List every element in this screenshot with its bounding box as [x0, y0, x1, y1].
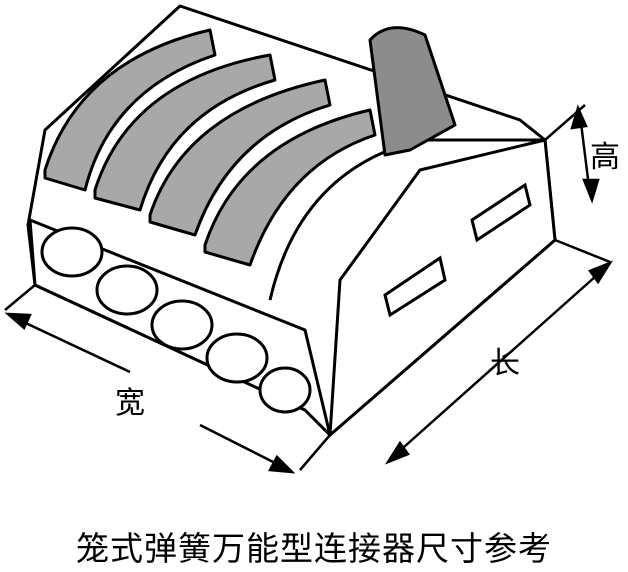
wire-hole [258, 366, 312, 414]
extension-line [299, 434, 331, 471]
connector-diagram [4, 4, 614, 474]
side-slot [470, 182, 532, 243]
side-slot [383, 255, 447, 318]
width-arrow-2 [268, 454, 296, 474]
wire-hole [40, 226, 104, 278]
wire-hole [95, 264, 159, 316]
lever-4[interactable] [203, 108, 377, 267]
wire-hole [150, 299, 214, 351]
lever-handle[interactable] [368, 26, 457, 157]
width-dimension-line-2 [199, 423, 286, 470]
extension-line [4, 284, 36, 311]
lever-2[interactable] [93, 53, 277, 212]
lever-1[interactable] [43, 28, 217, 192]
length-arrow-1 [384, 440, 410, 465]
height-label: 高 [590, 140, 620, 175]
length-label: 长 [490, 346, 520, 381]
height-arrow-down [582, 178, 600, 204]
wire-hole [205, 332, 269, 384]
length-arrow-2 [588, 260, 614, 285]
width-dimension-line-1 [14, 316, 131, 374]
extension-line [544, 104, 586, 141]
lever-3[interactable] [148, 78, 332, 237]
height-arrow-up [570, 104, 588, 130]
width-arrow-1 [4, 312, 32, 331]
extension-line [554, 238, 611, 264]
length-dimension-line [394, 267, 606, 456]
width-label: 宽 [115, 386, 145, 421]
diagram-caption: 笼式弹簧万能型连接器尺寸参考 [76, 529, 552, 568]
